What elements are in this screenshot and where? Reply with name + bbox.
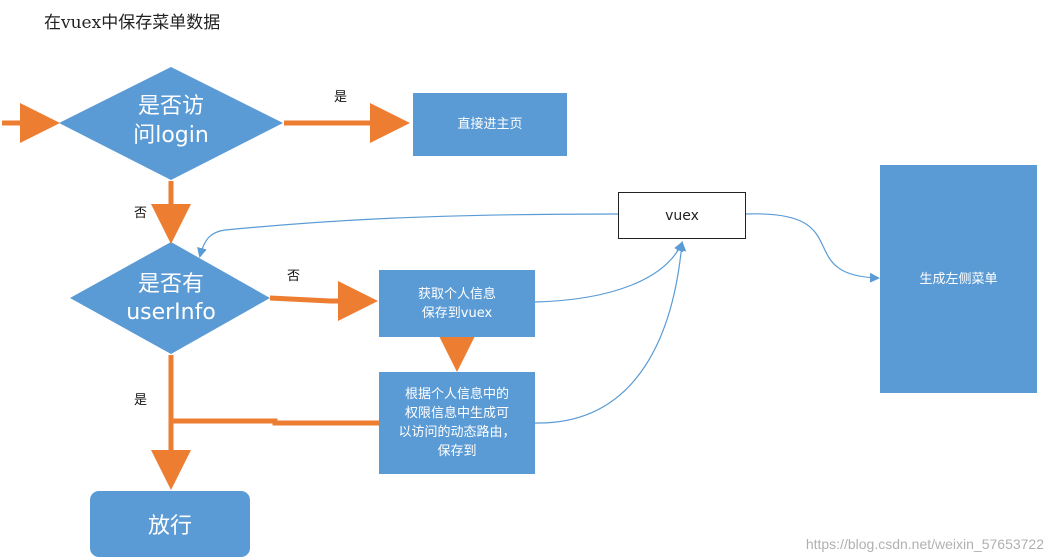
direct-home-label: 直接进主页 (457, 117, 523, 132)
decision-login-diamond (59, 67, 283, 180)
gen-routes-node: 根据个人信息中的 权限信息中生成可 以访问的动态路由， 保存到 (379, 372, 535, 474)
get-userinfo-node: 获取个人信息 保存到vuex (379, 270, 535, 337)
diagram-title: 在vuex中保存菜单数据 (44, 13, 221, 33)
gen-menu-node: 生成左侧菜单 (880, 165, 1037, 393)
get-userinfo-label: 获取个人信息 保存到vuex (417, 286, 496, 321)
userinfo-no-arrow (269, 281, 378, 321)
vuex-label: vuex (665, 207, 699, 224)
routes-to-vuex-curve (534, 241, 687, 424)
decision-userinfo-label: 是否有 userInfo (126, 272, 216, 325)
gen-routes-label: 根据个人信息中的 权限信息中生成可 以访问的动态路由， 保存到 (398, 387, 516, 459)
allow-label: 放行 (147, 514, 192, 539)
userinfo-yes-label: 是 (134, 393, 148, 408)
getinfo-to-vuex-curve (534, 241, 684, 303)
userinfo-no-label: 否 (287, 269, 301, 284)
direct-home-node: 直接进主页 (413, 93, 567, 156)
routes-to-allow-line (171, 418, 379, 426)
allow-node: 放行 (90, 491, 250, 557)
vuex-to-userinfo-curve (197, 213, 619, 258)
decision-login-label: 是否访 问login (133, 94, 209, 148)
decision-userinfo-diamond (70, 242, 270, 354)
vuex-node: vuex (618, 192, 746, 239)
watermark: https://blog.csdn.net/weixin_57653722 (805, 536, 1044, 552)
login-yes-label: 是 (334, 90, 348, 105)
gen-menu-label: 生成左侧菜单 (919, 271, 998, 287)
login-no-label: 否 (134, 206, 148, 221)
vuex-to-menu-curve (745, 213, 880, 283)
